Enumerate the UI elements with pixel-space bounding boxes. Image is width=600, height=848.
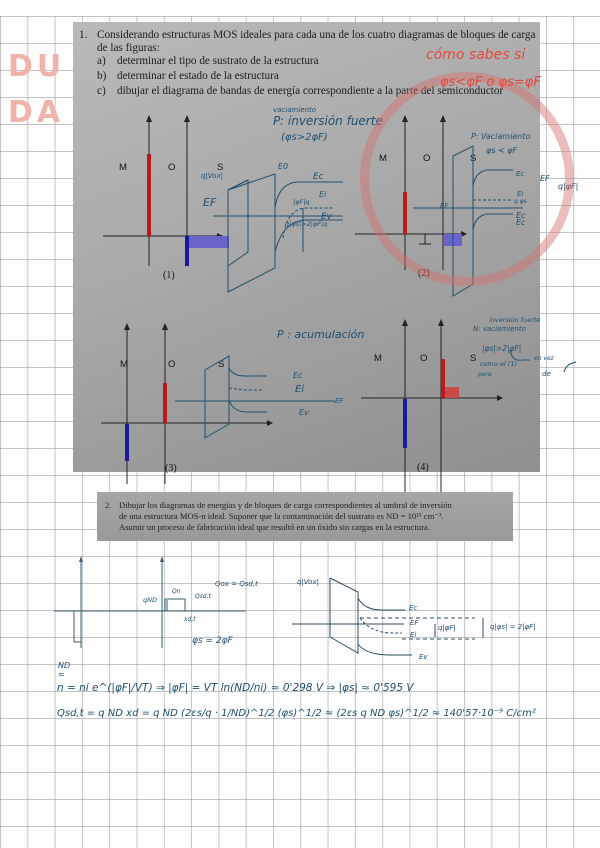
panel1-ec-label: Ec [313,172,324,182]
panel1-label-s: S [217,162,224,173]
panel1-ev-label: Ev [321,212,333,222]
solution-qvox-label: q|Vox| [297,578,319,586]
panel3-note-state: P : acumulación [277,328,365,341]
solution-qnd-label: qND [143,596,157,604]
panel1-fig-number: (1) [163,270,175,281]
panel1-ef-label: EF [203,196,217,209]
panel4-label-m: M [374,353,382,364]
panel3-ei-label: Ei [295,384,305,395]
panel1-note-top: vaciamiento [273,106,317,114]
panel3-label-o: O [168,359,176,370]
panel1-note-state: P: inversión fuerte [273,114,383,128]
question2-text-line1: Dibujar los diagramas de energías y de b… [119,500,452,510]
panel4-charge-diagram [361,319,503,492]
panel3-ec-label: Ec [293,371,303,380]
solution-qphis-label: q|φs| = 2|φF| [490,623,536,631]
equation1-approx-sign: ≈ [58,670,65,679]
duda-stamp-line1: DU [8,49,66,84]
equation2: Qsd,t = q ND xd = q ND (2εs/q · 1/ND)^1/… [57,708,536,719]
panel1-band-diagram [213,173,343,293]
solution-qox-eq: Qox = Qsd,t [215,580,258,588]
question2-box: 2. Dibujar los diagramas de energías y d… [97,492,513,541]
panel4-label-o: O [420,353,428,364]
panel1-note-cond: (φs>2φF) [281,132,328,143]
panel4-note-line4: como el (1) [480,360,518,368]
panel3-ef-label: EF [335,397,344,405]
question1-text-line1: Considerando estructuras MOS ideales par… [97,29,536,41]
panel4-note-line7: de [542,370,551,378]
panel1-eo-label: E0 [278,162,289,171]
question1-number: 1. [79,29,88,41]
panel1-label-o: O [168,162,176,173]
panel3-label-m: M [120,359,128,370]
equation1: n = ni e^(|φF|/VT) ⇒ |φF| = VT ln(ND/ni)… [57,682,414,694]
red-note-line2: φs<φF o φs=φF [440,75,541,90]
panel1-qvox-label: q|Vox| [201,172,223,180]
panel3-charge-diagram [101,323,273,484]
panel1-label-m: M [119,162,127,173]
panel3-fig-number: (3) [165,463,177,474]
panel4-note-line5: pero [478,371,492,378]
panel1-qphis-label: q|φs|>2|φF|q [285,220,328,228]
panel4-note-line6: en vez [534,355,554,362]
panel1-charge-diagram [103,115,229,266]
solution-band-diagram [292,577,484,656]
question1-text-line2: de las figuras: [97,42,160,54]
solution-charge-diagram [54,556,246,648]
question1-item-a: a)determinar el tipo de sustrato de la e… [97,55,319,67]
solution-ef-label: EF [410,619,419,627]
solution-phis-eq: φs = 2φF [192,636,233,646]
solution-xdt-label: xd,t [184,616,196,623]
red-note-line1: cómo sabes si [426,47,526,63]
solution-qsdt-label: Qsd,t [195,593,211,600]
solution-qphif-label: q|φF| [438,624,456,632]
highlight-circle [360,72,574,286]
solution-qn-label: Qn [172,588,181,595]
panel4-note-line2: N: vaciamiento [473,325,526,333]
panel1-qphif-label: |φF|q [293,198,310,206]
solution-ev-label: Ev [419,653,428,661]
panel3-ev-label: Ev [299,408,309,417]
duda-stamp-line2: DA [8,95,65,130]
panel3-label-s: S [218,359,225,370]
question2-text-line3: Asumir un proceso de fabricación ideal q… [119,522,431,532]
solution-ec-label: Ec [409,604,418,612]
panel4-fig-number: (4) [417,462,429,473]
equation1-nd-label: ND [58,661,71,670]
panel4-label-s: S [470,353,477,364]
panel3-band-diagram [175,355,335,439]
panel4-note-line1: inversión fuerte [489,316,541,324]
question2-text-line2: de una estructura MOS-n ideal. Suponer q… [119,511,444,521]
panel4-note-cond: |φs|>2|φF| [482,344,522,353]
solution-ei-label: Ei [410,631,417,639]
panel1-ei-label: Ei [319,190,327,199]
question1-item-b: b)determinar el estado de la estructura [97,70,279,82]
question2-number: 2. [105,500,112,510]
panel4-curve-sketch [509,349,577,373]
